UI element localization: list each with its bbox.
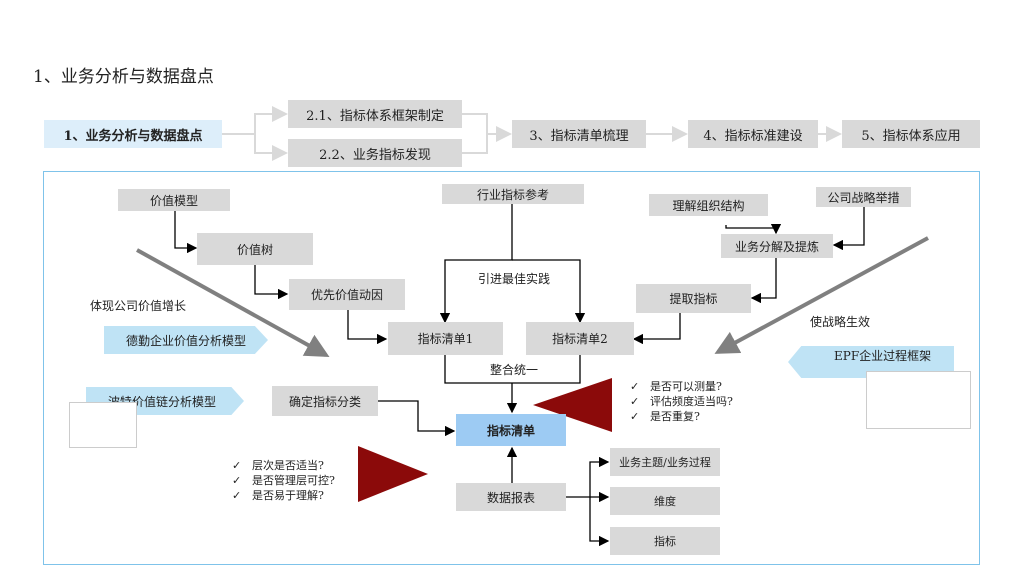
reflect-value-label: 体现公司价值增长 xyxy=(90,299,187,313)
check-icon: ✓ xyxy=(232,459,242,472)
list-2-box: 指标清单2 xyxy=(526,322,634,355)
check-item: ✓是否易于理解? xyxy=(232,489,324,502)
step-4-standard[interactable]: 4、指标标准建设 xyxy=(688,120,818,148)
dimension-box: 维度 xyxy=(610,487,720,515)
right-checklist: ✓是否可以测量? ✓评估频度适当吗? ✓是否重复? xyxy=(630,379,733,424)
check-item: ✓是否可以测量? xyxy=(630,380,722,393)
check-item: ✓评估频度适当吗? xyxy=(630,395,733,408)
step-5-application[interactable]: 5、指标体系应用 xyxy=(842,120,980,148)
check-icon: ✓ xyxy=(232,474,242,487)
step-2-1-framework[interactable]: 2.1、指标体系框架制定 xyxy=(288,100,462,128)
metric-box: 指标 xyxy=(610,527,720,555)
right-red-triangle xyxy=(533,378,612,432)
industry-reference-box: 行业指标参考 xyxy=(442,184,584,204)
check-icon: ✓ xyxy=(232,489,242,502)
epf-thumbnail xyxy=(866,371,971,429)
deloitte-model-banner: 德勤企业价值分析模型 xyxy=(104,326,268,354)
check-icon: ✓ xyxy=(630,410,640,423)
value-model-box: 价值模型 xyxy=(118,189,230,211)
final-metric-list-box: 指标清单 xyxy=(456,414,566,446)
step-3-list[interactable]: 3、指标清单梳理 xyxy=(512,120,646,148)
check-item: ✓层次是否适当? xyxy=(232,459,324,472)
check-item: ✓是否管理层可控? xyxy=(232,474,335,487)
left-checklist: ✓层次是否适当? ✓是否管理层可控? ✓是否易于理解? xyxy=(232,458,335,503)
topic-process-box: 业务主题/业务过程 xyxy=(610,448,720,476)
understand-org-box: 理解组织结构 xyxy=(649,194,768,216)
make-strategy-effective-label: 使战略生效 xyxy=(810,315,871,329)
integrate-label: 整合统一 xyxy=(490,363,539,377)
diagram-panel xyxy=(43,171,980,565)
step-1-business-analysis[interactable]: 1、业务分析与数据盘点 xyxy=(44,120,222,148)
priority-driver-box: 优先价值动因 xyxy=(289,279,405,310)
extract-metrics-box: 提取指标 xyxy=(636,284,751,313)
page-title: 1、业务分析与数据盘点 xyxy=(33,67,214,87)
check-icon: ✓ xyxy=(630,395,640,408)
best-practice-label: 引进最佳实践 xyxy=(478,272,551,286)
value-tree-box: 价值树 xyxy=(197,233,313,265)
epf-framework-label: EPF企业过程框架 xyxy=(834,349,932,363)
step-2-2-discovery[interactable]: 2.2、业务指标发现 xyxy=(288,139,462,167)
data-report-box: 数据报表 xyxy=(456,483,566,511)
list-1-box: 指标清单1 xyxy=(388,322,503,355)
classify-metrics-box: 确定指标分类 xyxy=(272,386,378,416)
left-red-triangle xyxy=(358,446,428,502)
check-item: ✓是否重复? xyxy=(630,410,700,423)
check-icon: ✓ xyxy=(630,380,640,393)
porter-thumbnail xyxy=(69,402,137,448)
company-strategy-box: 公司战略举措 xyxy=(816,187,911,207)
business-decompose-box: 业务分解及提炼 xyxy=(721,234,833,258)
